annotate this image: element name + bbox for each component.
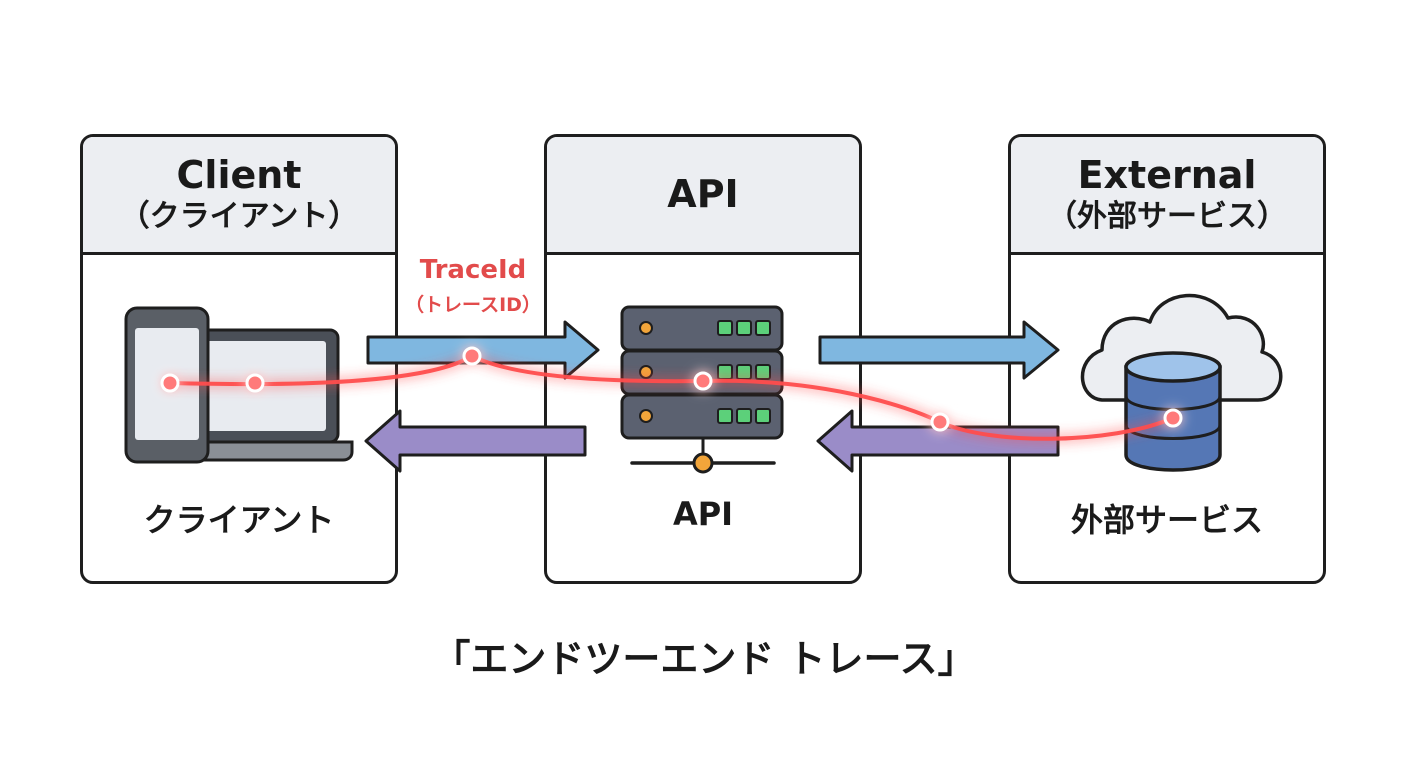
request-arrow-api-external	[818, 320, 1060, 380]
trace-id-label: TraceId	[419, 255, 527, 285]
external-label: 外部サービス	[1070, 501, 1263, 539]
trace-points	[160, 346, 1183, 432]
trace-point	[160, 373, 180, 393]
cloud-database-icon	[1080, 293, 1283, 472]
client-panel: Client （クライアント） クライアント	[80, 134, 398, 584]
api-panel-header: API	[547, 137, 859, 255]
trace-point	[693, 371, 713, 391]
trace-point	[1163, 408, 1183, 428]
server-rack-icon	[620, 305, 784, 474]
external-panel-header: External （外部サービス）	[1011, 137, 1323, 255]
api-title: API	[667, 171, 739, 216]
response-arrow-external-api	[816, 409, 1060, 473]
client-subtitle: （クライアント）	[119, 198, 359, 234]
api-label: API	[672, 495, 734, 533]
request-arrow-client-api	[366, 320, 600, 380]
client-title: Client	[176, 152, 302, 197]
trace-point	[245, 373, 265, 393]
trace-point	[930, 412, 950, 432]
external-subtitle: （外部サービス）	[1047, 198, 1287, 234]
caption: 「エンドツーエンド トレース」	[432, 637, 976, 681]
client-label: クライアント	[143, 501, 335, 539]
response-arrow-api-client	[364, 409, 587, 473]
external-title: External	[1077, 152, 1257, 197]
client-panel-header: Client （クライアント）	[83, 137, 395, 255]
trace-point	[462, 346, 482, 366]
trace-id-sublabel: （トレースID）	[405, 294, 541, 316]
